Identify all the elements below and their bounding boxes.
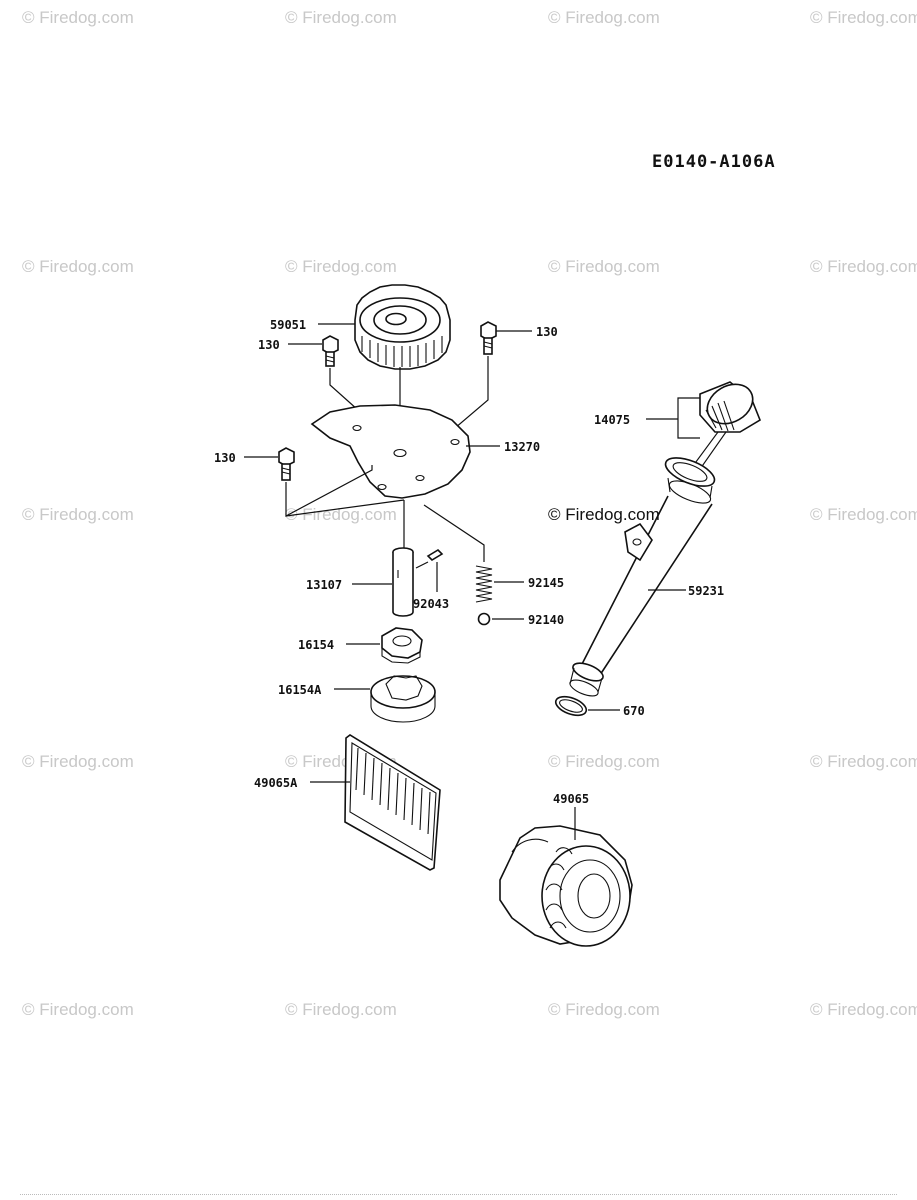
strainer-49065A[interactable] (344, 734, 441, 871)
plate-13270[interactable] (310, 404, 471, 499)
watermark: © Firedog.com (548, 1000, 660, 1019)
pin-92043[interactable] (426, 548, 444, 562)
bolt-130-right[interactable] (480, 321, 497, 355)
guide-92043 (415, 561, 429, 569)
footer-rule (20, 1194, 897, 1198)
watermark-strong: © Firedog.com (548, 505, 660, 524)
dipstick-cap-14075[interactable] (689, 376, 761, 473)
label-16154A: 16154A (278, 683, 322, 697)
watermark: © Firedog.com (22, 505, 134, 524)
gear-59051[interactable] (354, 284, 451, 370)
label-130-right: 130 (536, 325, 558, 339)
watermark: © Firedog.com (22, 257, 134, 276)
bracket-14075 (677, 397, 700, 439)
label-13270: 13270 (504, 440, 540, 454)
watermark: © Firedog.com (285, 8, 397, 27)
guide-130-lower-b (285, 499, 405, 517)
label-92145: 92145 (528, 576, 564, 590)
label-49065A: 49065A (254, 776, 298, 790)
label-130-lower: 130 (214, 451, 236, 465)
label-59231: 59231 (688, 584, 724, 598)
watermark: © Firedog.com (548, 8, 660, 27)
watermark: © Firedog.com (22, 752, 134, 771)
watermark: © Firedog.com (810, 1000, 917, 1019)
watermark: © Firedog.com (22, 8, 134, 27)
bolt-130-left[interactable] (322, 335, 339, 367)
watermark: © Firedog.com (22, 1000, 134, 1019)
rotor-inner-16154[interactable] (381, 627, 423, 664)
filler-tube-59231[interactable] (568, 452, 718, 699)
label-130-left: 130 (258, 338, 280, 352)
bolt-130-lower[interactable] (278, 447, 295, 481)
label-59051: 59051 (270, 318, 306, 332)
shaft-13107[interactable] (392, 547, 414, 617)
label-49065: 49065 (553, 792, 589, 806)
label-13107: 13107 (306, 578, 342, 592)
watermark: © Firedog.com (810, 505, 917, 524)
label-16154: 16154 (298, 638, 334, 652)
spring-92145[interactable] (475, 565, 493, 603)
guide-spring (423, 504, 485, 562)
watermark: © Firedog.com (810, 8, 917, 27)
guide-130-lower-a (285, 465, 373, 518)
watermark: © Firedog.com (810, 752, 917, 771)
rotor-outer-16154A[interactable] (370, 675, 436, 723)
watermark: © Firedog.com (285, 505, 397, 524)
label-670: 670 (623, 704, 645, 718)
watermark: © Firedog.com (548, 752, 660, 771)
label-92140: 92140 (528, 613, 564, 627)
watermark: © Firedog.com (810, 257, 917, 276)
ball-92140[interactable] (477, 612, 491, 626)
label-92043: 92043 (413, 597, 449, 611)
diagram-code: E0140-A106A (652, 152, 776, 172)
guide-130-left (329, 368, 359, 411)
watermark: © Firedog.com (548, 257, 660, 276)
oil-filter-49065[interactable] (499, 825, 633, 947)
watermark: © Firedog.com (285, 1000, 397, 1019)
o-ring-670[interactable] (553, 693, 589, 719)
label-14075: 14075 (594, 413, 630, 427)
watermark: © Firedog.com (285, 257, 397, 276)
